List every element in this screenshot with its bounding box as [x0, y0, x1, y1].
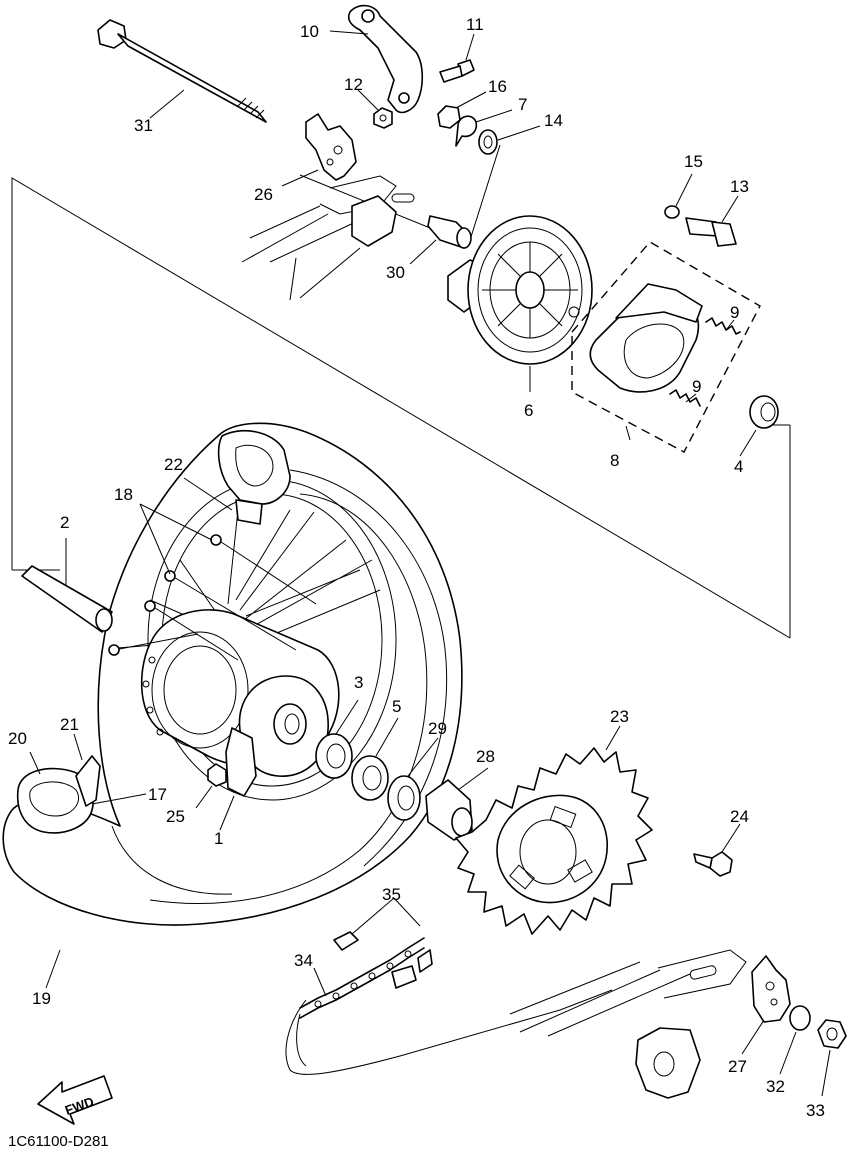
washer-16	[437, 105, 461, 129]
rim-band-20	[16, 767, 94, 834]
drive-chain-34	[285, 937, 613, 1075]
nut-25	[207, 763, 227, 787]
spring-9-lower	[669, 389, 701, 407]
callout-4: 4	[734, 457, 743, 476]
callout-25: 25	[166, 807, 185, 826]
brake-cam-13	[685, 217, 737, 247]
tube-protector-21	[75, 755, 101, 807]
spokes-18	[108, 534, 317, 661]
chain-puller-26	[305, 113, 357, 181]
diagram-code: 1C61100-D281	[8, 1133, 109, 1150]
callout-16: 16	[488, 77, 507, 96]
callout-12: 12	[344, 75, 363, 94]
callout-33: 33	[806, 1101, 825, 1120]
oil-seal-29	[387, 775, 421, 821]
callout-26: 26	[254, 185, 273, 204]
callout-28: 28	[476, 747, 495, 766]
bearing-5	[351, 755, 389, 801]
collar-14	[478, 129, 498, 155]
lock-washer-7	[455, 115, 478, 147]
bolt-11	[439, 59, 475, 83]
chain-puller-27	[751, 955, 791, 1023]
washer-32	[789, 1005, 811, 1031]
callout-13: 13	[730, 177, 749, 196]
callout-29: 29	[428, 719, 447, 738]
callout-labels: 10 11 12 16 7 14 31 26 15 13 30 9 9 6 8 …	[8, 15, 825, 1120]
callout-3: 3	[354, 673, 363, 692]
nut-12	[373, 107, 393, 129]
callout-7: 7	[518, 95, 527, 114]
brake-shoe-plate	[447, 215, 593, 365]
swingarm-upper	[241, 175, 415, 301]
callout-35: 35	[382, 885, 401, 904]
callout-5: 5	[392, 697, 401, 716]
rear-sprocket	[455, 747, 653, 935]
callout-19: 19	[32, 989, 51, 1008]
callout-9-upper: 9	[730, 303, 739, 322]
rear-axle	[97, 19, 267, 123]
collar-28	[425, 779, 473, 841]
brake-arm	[347, 4, 424, 114]
callout-23: 23	[610, 707, 629, 726]
callout-32: 32	[766, 1077, 785, 1096]
spring-9-upper	[705, 317, 741, 335]
callout-9-lower: 9	[692, 377, 701, 396]
wheel-hub	[140, 609, 340, 777]
fwd-arrow-icon	[37, 1075, 113, 1125]
callout-31: 31	[134, 116, 153, 135]
bearing-4	[749, 395, 779, 429]
o-ring-15	[664, 205, 680, 219]
callout-22: 22	[164, 455, 183, 474]
callout-21: 21	[60, 715, 79, 734]
callout-27: 27	[728, 1057, 747, 1076]
callout-34: 34	[294, 951, 313, 970]
callout-2: 2	[60, 513, 69, 532]
callout-18: 18	[114, 485, 133, 504]
callout-24: 24	[730, 807, 749, 826]
brake-shoe-kit	[571, 241, 761, 453]
collar-30	[427, 215, 472, 249]
bolt-24	[693, 851, 733, 877]
callout-30: 30	[386, 263, 405, 282]
callout-15: 15	[684, 152, 703, 171]
collar-2	[21, 565, 113, 633]
master-link-35	[333, 931, 433, 989]
nut-33	[817, 1019, 847, 1049]
callout-1: 1	[214, 829, 223, 848]
callout-10: 10	[300, 22, 319, 41]
callout-11: 11	[466, 15, 484, 34]
swingarm-lower	[509, 949, 747, 1099]
bearing-3	[315, 733, 353, 779]
sprocket-flange-1	[225, 727, 257, 797]
callout-8: 8	[610, 451, 619, 470]
callout-20: 20	[8, 729, 27, 748]
callout-14: 14	[544, 111, 563, 130]
leader-lines	[29, 30, 831, 1097]
rim-lock-22	[217, 429, 291, 525]
callout-6: 6	[524, 401, 533, 420]
callout-17: 17	[148, 785, 167, 804]
